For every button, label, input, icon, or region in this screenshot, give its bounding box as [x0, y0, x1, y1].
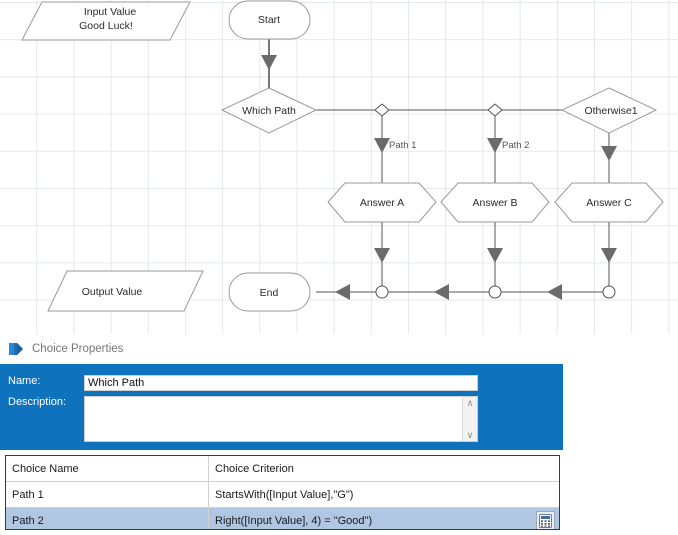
node-answer-c[interactable]: Answer C: [554, 182, 664, 223]
connector-start-to-whichpath[interactable]: [261, 38, 277, 88]
node-answer-a-label: Answer A: [360, 197, 404, 209]
cell-choice-criterion-wrapper[interactable]: Right([Input Value], 4) = "Good"): [208, 507, 559, 529]
node-output-value-label: Output Value: [82, 286, 143, 298]
table-row[interactable]: Path 1 StartsWith([Input Value],"G"): [6, 481, 559, 508]
description-field-wrapper: ∧ ∨: [82, 396, 478, 445]
connector-answerc-down[interactable]: [601, 222, 617, 299]
flag-icon: [8, 342, 24, 356]
column-header-choice-criterion[interactable]: Choice Criterion: [208, 456, 559, 482]
name-input[interactable]: [84, 375, 478, 391]
description-scrollbar[interactable]: ∧ ∨: [462, 397, 477, 441]
cell-choice-criterion[interactable]: StartsWith([Input Value],"G"): [208, 481, 559, 508]
node-input-value[interactable]: Input Value Good Luck!: [21, 1, 191, 41]
description-input[interactable]: [84, 396, 478, 442]
cell-choice-criterion: Right([Input Value], 4) = "Good"): [215, 514, 373, 527]
cell-choice-name[interactable]: Path 1: [6, 481, 209, 508]
connector-label-path-2: Path 2: [502, 140, 529, 151]
connector-otherwise-to-answerc[interactable]: [601, 132, 617, 183]
column-header-choice-name[interactable]: Choice Name: [6, 456, 209, 482]
table-row[interactable]: Path 2 Right([Input Value], 4) = "Good"): [6, 507, 559, 529]
node-input-value-label-line1: Input Value: [84, 6, 137, 18]
table-header-row: Choice Name Choice Criterion: [6, 456, 559, 482]
properties-header: Choice Properties: [0, 334, 678, 364]
node-answer-b[interactable]: Answer B: [440, 182, 550, 223]
node-answer-c-label: Answer C: [586, 197, 632, 209]
node-otherwise1[interactable]: Otherwise1: [560, 87, 658, 134]
scroll-up-icon[interactable]: ∧: [466, 398, 474, 408]
calculator-icon[interactable]: [536, 511, 555, 529]
choice-table: Choice Name Choice Criterion Path 1 Star…: [6, 456, 559, 529]
node-output-value[interactable]: Output Value: [47, 270, 204, 312]
node-otherwise1-label: Otherwise1: [584, 105, 637, 117]
name-label: Name:: [8, 375, 41, 387]
node-answer-a[interactable]: Answer A: [327, 182, 437, 223]
node-start[interactable]: Start: [228, 0, 311, 40]
node-answer-b-label: Answer B: [473, 197, 518, 209]
node-end[interactable]: End: [228, 272, 311, 312]
node-which-path[interactable]: Which Path: [220, 87, 318, 134]
connector-return-bus[interactable]: [316, 284, 603, 300]
connector-answera-down[interactable]: [374, 222, 390, 299]
node-end-label: End: [260, 287, 279, 299]
choice-grid[interactable]: Choice Name Choice Criterion Path 1 Star…: [5, 455, 560, 530]
branch-point-path-2[interactable]: [487, 103, 503, 183]
scroll-down-icon[interactable]: ∨: [466, 430, 474, 440]
properties-header-title: Choice Properties: [32, 343, 124, 355]
branch-point-path-1[interactable]: [374, 103, 390, 183]
choice-properties-panel: Name: Description: ∧ ∨: [0, 364, 563, 450]
connector-answerb-down[interactable]: [487, 222, 503, 299]
flowchart-canvas[interactable]: Input Value Good Luck! Start Which Path …: [0, 0, 678, 334]
connector-label-path-1: Path 1: [389, 140, 416, 151]
cell-choice-name[interactable]: Path 2: [6, 507, 209, 529]
name-row: Name:: [0, 375, 563, 391]
description-row: Description: ∧ ∨: [0, 396, 563, 445]
node-which-path-label: Which Path: [242, 105, 296, 117]
description-label: Description:: [8, 396, 67, 408]
node-input-value-label-line2: Good Luck!: [79, 20, 133, 32]
node-start-label: Start: [258, 14, 280, 26]
